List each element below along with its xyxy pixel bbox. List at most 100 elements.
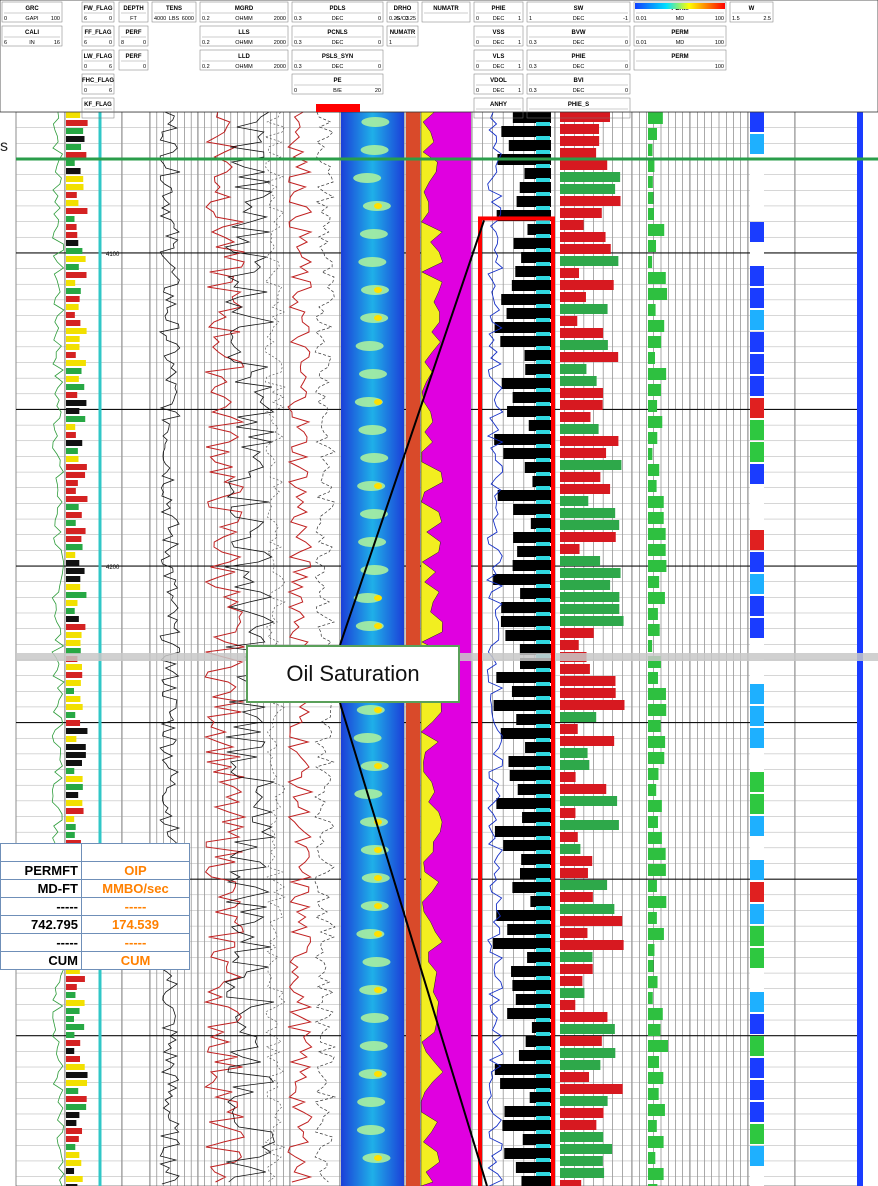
header-scale-min: 0 xyxy=(476,16,479,22)
perm-block xyxy=(750,530,764,550)
header-scale-min: 0 xyxy=(294,88,297,94)
header-unit: DEC xyxy=(573,64,585,70)
phie-fill xyxy=(536,430,550,434)
oil-fill xyxy=(524,462,551,473)
summary-cell-oip xyxy=(81,843,190,862)
header-scale-min: 6 xyxy=(84,16,87,22)
perm-block xyxy=(750,156,764,176)
flag-fill xyxy=(66,432,76,438)
header-name: ANHY xyxy=(490,102,507,108)
bvw-fill xyxy=(648,624,660,636)
nphi-hot xyxy=(374,763,382,769)
perm-block xyxy=(750,860,764,880)
header-scale-min: 0.3 xyxy=(529,40,537,46)
sw-fill xyxy=(560,520,620,530)
oil-fill xyxy=(511,686,551,697)
sw-fill xyxy=(560,928,588,938)
oil-fill xyxy=(513,504,551,515)
phie-fill xyxy=(536,1004,550,1008)
nphi-spot xyxy=(360,453,389,463)
header-scale-max: 0 xyxy=(625,88,628,94)
flag-fill xyxy=(66,456,79,462)
flag-fill xyxy=(66,808,84,814)
oil-fill xyxy=(525,742,551,753)
perm-block xyxy=(750,794,764,814)
oil-saturation-callout: Oil Saturation xyxy=(246,645,460,703)
bvw-fill xyxy=(648,544,666,556)
header-box xyxy=(291,73,384,95)
flag-fill xyxy=(66,320,81,326)
bvw-fill xyxy=(648,576,660,588)
oil-fill xyxy=(512,882,551,893)
flag-fill xyxy=(66,1160,82,1166)
header-scale-min: 0.25 xyxy=(389,16,400,22)
header-unit: G/C3 xyxy=(396,16,409,22)
header-name: PHIE_S xyxy=(568,102,589,108)
sw-fill xyxy=(560,472,601,482)
sw-fill xyxy=(560,208,602,218)
nphi-hot xyxy=(374,875,382,881)
header-unit: OHMM xyxy=(235,16,253,22)
oil-fill xyxy=(515,994,551,1005)
flag-fill xyxy=(66,528,86,534)
track-end xyxy=(794,111,863,1186)
header-scale-max: 0 xyxy=(378,40,381,46)
header-unit: OHMM xyxy=(235,40,253,46)
bvw-fill xyxy=(648,448,653,460)
oil-fill xyxy=(522,1134,551,1145)
bvw-fill xyxy=(648,208,654,220)
sw-fill xyxy=(560,448,607,458)
header-scale-min: 0.2 xyxy=(202,16,210,22)
flag-fill xyxy=(66,304,79,310)
nphi-hot xyxy=(374,287,382,293)
sw-fill xyxy=(560,124,600,134)
sw-fill xyxy=(560,352,619,362)
perm-block xyxy=(750,508,764,528)
header-scale-min: 4000 xyxy=(154,16,166,22)
oil-fill xyxy=(521,1176,551,1186)
flag-fill xyxy=(66,688,75,694)
flag-fill xyxy=(66,592,87,598)
flag-fill xyxy=(66,336,80,342)
perm-block xyxy=(750,618,764,638)
header-scale-max: 6 xyxy=(109,64,112,70)
header-name: GRC xyxy=(25,6,39,12)
perm-block xyxy=(750,464,764,484)
bvw-fill xyxy=(648,944,655,956)
header-scale-min: 0.2 xyxy=(202,64,210,70)
flag-fill xyxy=(66,1112,80,1118)
phie-fill xyxy=(536,1172,550,1176)
oil-fill xyxy=(493,700,551,711)
header-name: MGRD xyxy=(235,6,254,12)
header-name: LLD xyxy=(238,54,250,60)
nphi-hot xyxy=(374,399,382,405)
sw-fill xyxy=(560,1168,605,1178)
header-scale-max: 0 xyxy=(378,16,381,22)
summary-cell-oip: ----- xyxy=(81,897,190,916)
summary-cell-perm: MD-FT xyxy=(0,879,82,898)
header-frame xyxy=(0,0,878,113)
header-scale-max: 0 xyxy=(109,40,112,46)
flag-fill xyxy=(66,144,82,150)
bvw-fill xyxy=(648,688,666,700)
phie-fill xyxy=(536,1116,550,1120)
oil-fill xyxy=(528,420,551,431)
perm-color-scale xyxy=(635,3,725,9)
oil-fill xyxy=(520,588,551,599)
header-name: NUMATR xyxy=(433,6,459,12)
header-box xyxy=(633,25,727,47)
bvw-fill xyxy=(648,768,659,780)
sw-fill xyxy=(560,1144,613,1154)
oil-fill xyxy=(520,658,551,669)
bvw-fill xyxy=(648,464,660,476)
oil-fill xyxy=(500,1078,551,1089)
phie-fill xyxy=(536,220,550,224)
oil-fill xyxy=(527,952,551,963)
phie-fill xyxy=(536,626,550,630)
header-name: NUMATR xyxy=(390,30,416,36)
flag-fill xyxy=(66,1152,80,1158)
header-box xyxy=(526,73,631,95)
sw-fill xyxy=(560,196,621,206)
sw-fill xyxy=(560,592,620,602)
flag-fill xyxy=(66,224,77,230)
